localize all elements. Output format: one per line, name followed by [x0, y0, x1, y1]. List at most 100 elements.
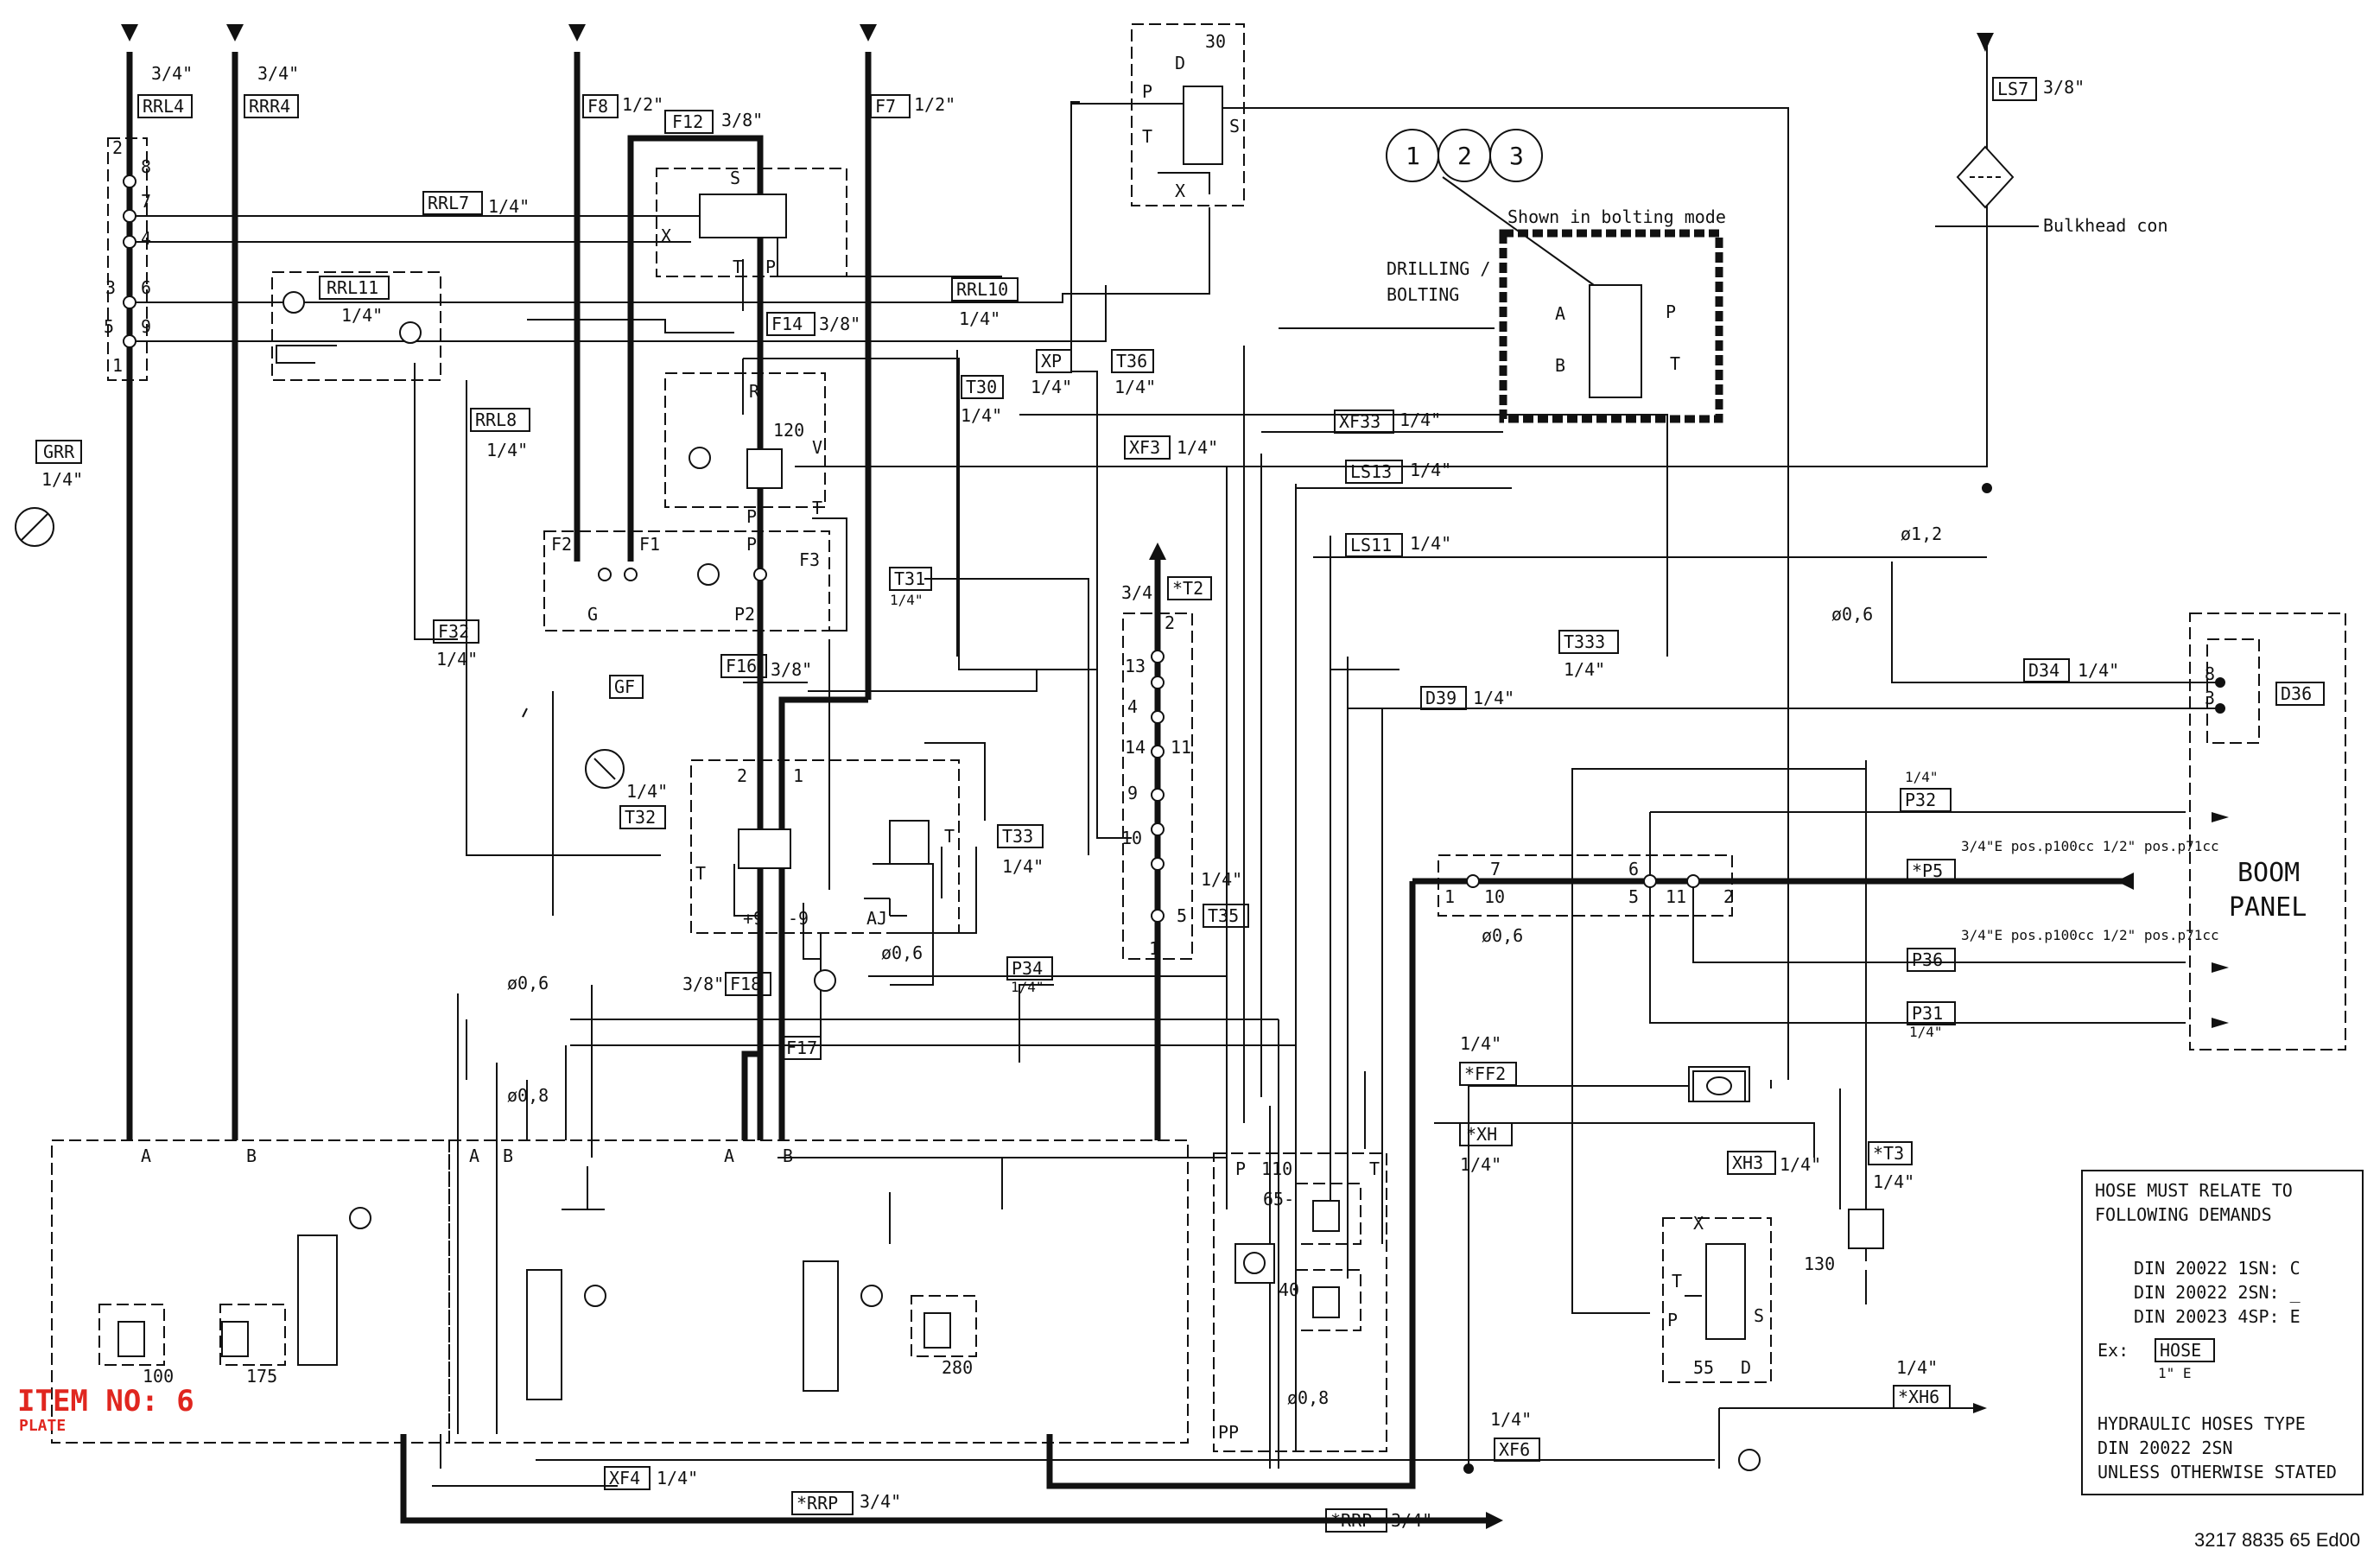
tag-xf33-size: 1/4" [1399, 409, 1441, 430]
port-r: R [749, 381, 760, 402]
tag-ff2-size: 1/4" [1460, 1033, 1501, 1054]
drilling-bolting-frame [1499, 229, 1723, 423]
port-p-55: P [1667, 1310, 1678, 1330]
port-x-30: X [1175, 181, 1185, 201]
directional-valve-block [690, 759, 960, 934]
tag-xf3: XF3 [1129, 437, 1160, 458]
lt-5: 5 [104, 316, 114, 337]
jr-6: 6 [1628, 859, 1639, 879]
tag-p31: P31 [1912, 1003, 1943, 1024]
d36-inner-block [2206, 638, 2260, 744]
lt-2: 2 [112, 137, 123, 158]
tag-xf6: XF6 [1499, 1439, 1530, 1460]
port-t-pp: T [1369, 1158, 1380, 1179]
check-valve-icon-2 [399, 321, 422, 344]
valve-30-value: 30 [1205, 31, 1226, 52]
tag-t33: T33 [1002, 826, 1033, 847]
mode-note: Shown in bolting mode [1507, 206, 1726, 227]
tag-f12-size: 3/8" [721, 110, 763, 130]
port-p-30: P [1142, 81, 1152, 102]
tag-t33-size: 1/4" [1002, 856, 1044, 877]
orifice-06-b: ø0,6 [1482, 925, 1523, 946]
tag-rrl10: RRL10 [956, 279, 1008, 300]
bn-13: 13 [1125, 656, 1146, 676]
tag-ls13: LS13 [1350, 461, 1392, 482]
tag-f7-size: 1/2" [914, 94, 955, 115]
mode-name-1: DRILLING / [1387, 258, 1490, 279]
tag-f16: F16 [726, 656, 757, 676]
bn-14: 14 [1125, 737, 1146, 758]
tag-p34-size: 1/4" [1011, 979, 1044, 995]
valve-40-value: 40 [1279, 1279, 1299, 1300]
main-valve-block-right [448, 1139, 1189, 1444]
tag-ff2: *FF2 [1464, 1063, 1506, 1084]
check-valve-icon-6 [349, 1207, 371, 1229]
tag-rrp-1-size: 3/4" [860, 1491, 901, 1512]
tag-t3-size: 1/4" [1873, 1171, 1914, 1192]
port-t-s: T [733, 257, 743, 277]
lt-9: 9 [141, 316, 151, 337]
tag-grr: GRR [43, 441, 75, 462]
tag-p32-size: 1/4" [1905, 769, 1939, 785]
tag-p36-size: 3/4"E pos.p100cc 1/2" pos.p71cc [1961, 927, 2219, 943]
drawing-number: 3217 8835 65 Ed00 [2194, 1529, 2360, 1551]
tag-f18-size: 3/8" [682, 974, 724, 994]
hose-l6: HYDRAULIC HOSES TYPE [2098, 1413, 2306, 1434]
shuttle-block-left [107, 137, 148, 381]
valve-280-value: 280 [942, 1357, 973, 1378]
bn-2: 2 [1165, 612, 1175, 633]
tag-t30: T30 [966, 377, 997, 397]
hose-tag: HOSE [2160, 1340, 2201, 1361]
tag-f14: F14 [771, 314, 803, 334]
tag-xf4: XF4 [609, 1468, 640, 1488]
orifice-12: ø1,2 [1901, 524, 1942, 544]
lt-4: 4 [141, 228, 151, 249]
hose-tag-sub: 1" E [2158, 1365, 2192, 1381]
port-b-2: B [503, 1146, 513, 1166]
tag-rrl8: RRL8 [475, 409, 517, 430]
check-valve-icon-1 [282, 291, 305, 314]
tag-f12: F12 [672, 111, 703, 132]
tag-p5-size: 3/4"E pos.p100cc 1/2" pos.p71cc [1961, 838, 2219, 854]
junction-dots [123, 175, 2225, 1474]
port-pp: PP [1218, 1422, 1239, 1443]
port-2-dv: 2 [737, 765, 747, 786]
tag-t2: *T2 [1172, 578, 1203, 599]
port-p2: P2 [734, 604, 755, 625]
tag-f14-size: 3/8" [819, 314, 860, 334]
jr-10: 10 [1484, 886, 1505, 907]
port-f1: F1 [639, 534, 660, 555]
tag-ls13-size: 1/4" [1410, 460, 1451, 480]
check-valve-icon-7 [584, 1285, 606, 1307]
boom-panel-block [2189, 612, 2346, 1050]
labels: RRL4 3/4" RRR4 3/4" F8 1/2" F12 3/8" F7 … [17, 31, 2364, 1551]
tag-xp-size: 1/4" [1031, 377, 1072, 397]
jr-7: 7 [1490, 859, 1501, 879]
valve-100-box [98, 1304, 165, 1366]
symbols [15, 129, 2015, 1471]
tag-xf3-size: 1/4" [1177, 437, 1218, 458]
tag-rrp-2-size: 3/4" [1391, 1510, 1432, 1531]
tag-t31-size: 1/4" [890, 592, 923, 608]
tag-rrl7: RRL7 [428, 193, 469, 213]
boom-panel-1: BOOM [2237, 858, 2300, 888]
port-s: S [730, 168, 740, 188]
valve-40-box [1295, 1269, 1361, 1331]
d36-8: 8 [2205, 663, 2215, 684]
bulkhead-label: Bulkhead con [2043, 215, 2168, 236]
check-valve-icon-9 [1243, 1252, 1266, 1274]
tag-p36: P36 [1912, 949, 1943, 970]
tag-rrr4-size: 3/4" [257, 63, 299, 84]
lt-8: 8 [141, 156, 151, 177]
orifice-08-a: ø0,8 [507, 1085, 549, 1106]
item-label: ITEM NO: 6 [17, 1384, 194, 1419]
item-sub: PLATE [19, 1417, 66, 1435]
main-valve-block-left [51, 1139, 450, 1444]
circle-3-label: 3 [1509, 142, 1524, 170]
port-s-55: S [1754, 1305, 1764, 1326]
valve-130-value: 130 [1804, 1254, 1835, 1274]
component-envelopes [51, 23, 2346, 1452]
arrow-heads [121, 24, 2229, 1529]
valve-65-value: 65- [1263, 1189, 1294, 1209]
tag-xp: XP [1041, 351, 1062, 371]
